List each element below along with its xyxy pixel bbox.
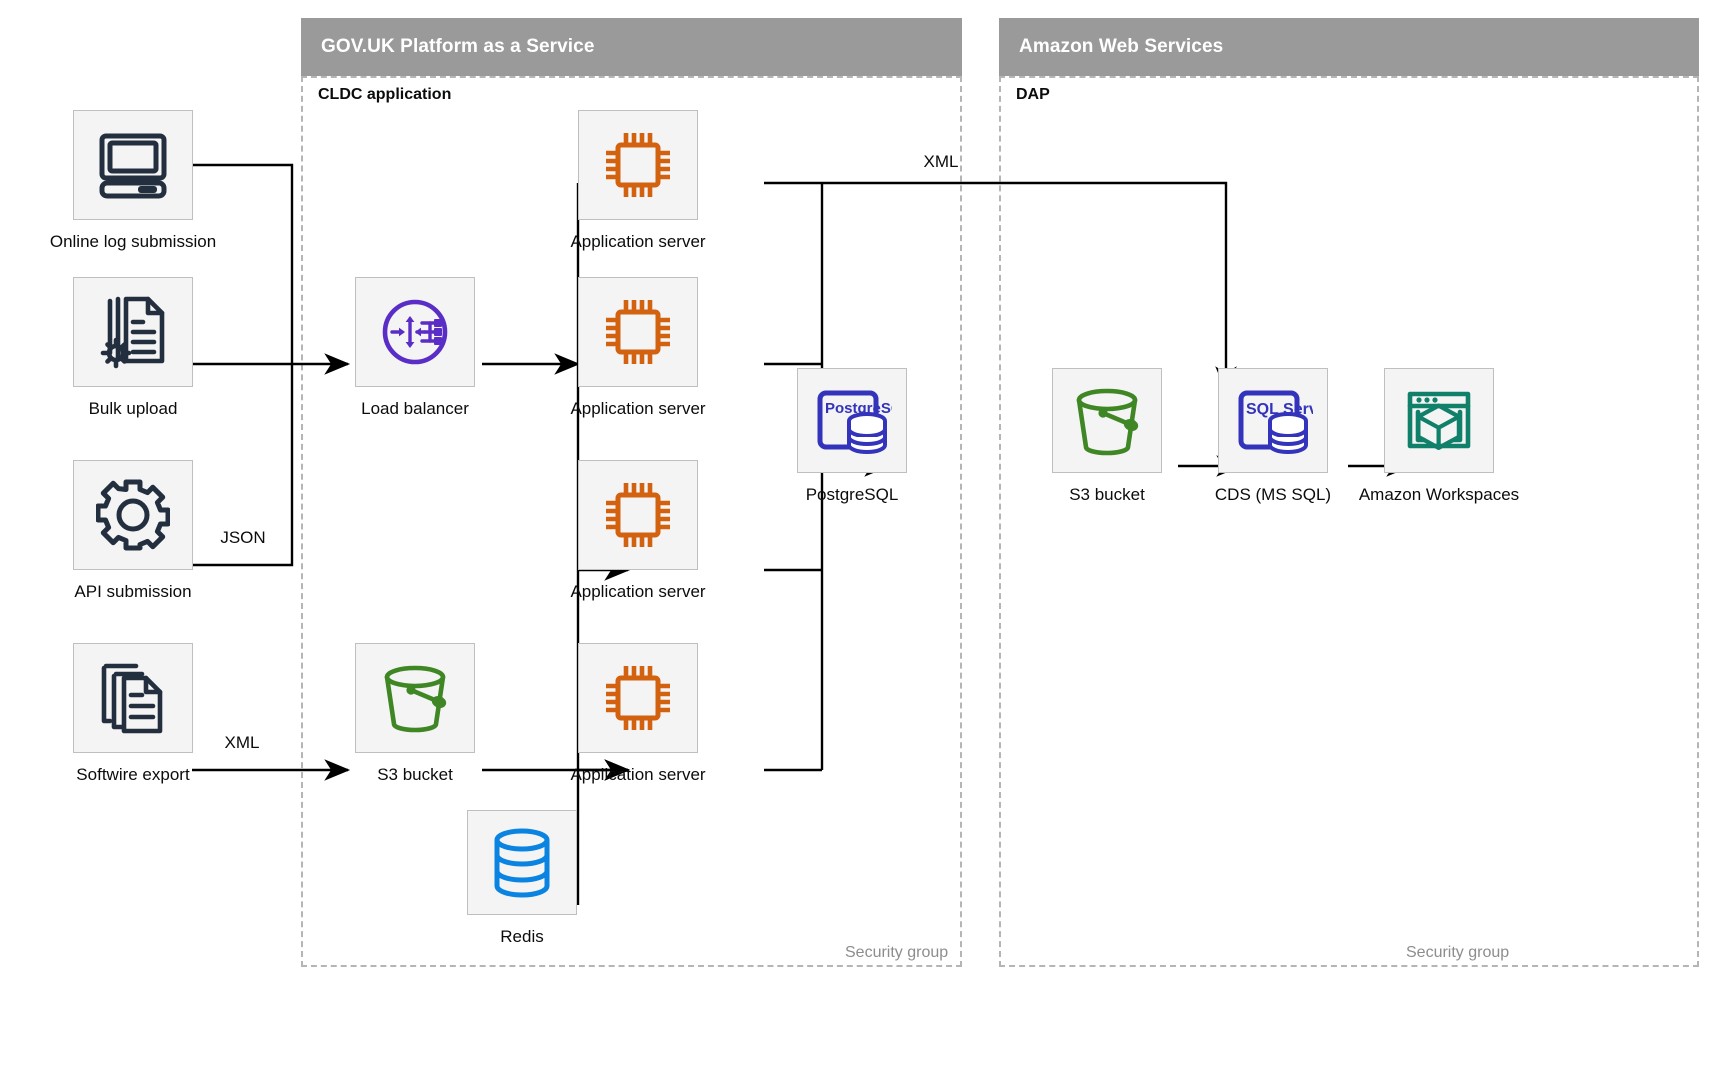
node-label-amazon-workspaces: Amazon Workspaces [1358, 485, 1520, 504]
s3-bucket-icon [1067, 383, 1147, 459]
desktop-computer-icon [96, 130, 170, 200]
node-label-api-submission: API submission [74, 582, 192, 601]
node-s3-bucket-paas[interactable]: S3 bucket [355, 643, 475, 784]
zone-banner-paas: GOV.UK Platform as a Service [301, 18, 962, 76]
cpu-chip-icon [600, 294, 676, 370]
node-app-server-2[interactable]: Application server [570, 277, 706, 418]
node-label-postgresql: PostgreSQL [805, 485, 899, 504]
node-s3-bucket-aws[interactable]: S3 bucket [1052, 368, 1162, 504]
node-api-submission[interactable]: API submission [73, 460, 193, 601]
cpu-chip-icon [600, 660, 676, 736]
node-postgresql[interactable]: PostgreSQL PostgreSQL [797, 368, 907, 504]
node-load-balancer[interactable]: Load balancer [355, 277, 475, 418]
workspaces-cube-icon [1400, 384, 1478, 458]
security-group-label-aws: Security group [1406, 944, 1510, 961]
s3-bucket-icon [375, 660, 455, 736]
zone-banner-aws: Amazon Web Services [999, 18, 1699, 76]
node-label-s3-bucket-paas: S3 bucket [377, 765, 453, 784]
postgresql-icon: PostgreSQL [812, 383, 892, 459]
documents-stack-icon [96, 661, 170, 735]
security-group-label-paas: Security group [845, 944, 949, 961]
node-app-server-3[interactable]: Application server [570, 460, 706, 601]
cpu-chip-icon [600, 127, 676, 203]
node-app-server-4[interactable]: Application server [570, 643, 706, 784]
document-gear-icon [96, 295, 170, 369]
node-label-redis: Redis [500, 927, 544, 946]
security-group-aws [999, 76, 1699, 967]
node-amazon-workspaces[interactable]: Amazon Workspaces [1359, 368, 1519, 504]
node-label-app-server-3: Application server [570, 582, 706, 601]
node-softwire-export[interactable]: Softwire export [73, 643, 193, 784]
gear-icon [96, 478, 170, 552]
node-app-server-1[interactable]: Application server [570, 110, 706, 251]
node-label-s3-bucket-aws: S3 bucket [1069, 485, 1145, 504]
node-label-bulk-upload: Bulk upload [88, 399, 178, 418]
zone-sublabel-dap: DAP [1016, 86, 1050, 103]
database-cylinder-icon [491, 827, 553, 899]
node-label-app-server-2: Application server [570, 399, 706, 418]
zone-title-aws: Amazon Web Services [1019, 36, 1224, 57]
node-label-app-server-4: Application server [570, 765, 706, 784]
node-online-log-submission[interactable]: Online log submission [50, 110, 216, 251]
load-balancer-icon [375, 292, 455, 372]
cpu-chip-icon [600, 477, 676, 553]
node-label-cds-ms-sql: CDS (MS SQL) [1214, 485, 1332, 504]
node-label-app-server-1: Application server [570, 232, 706, 251]
edge-label-xml-left: XML [224, 733, 260, 752]
node-label-online-log-submission: Online log submission [49, 232, 217, 251]
security-group-paas [301, 76, 962, 967]
zone-sublabel-cldc: CLDC application [318, 86, 452, 103]
node-bulk-upload[interactable]: Bulk upload [73, 277, 193, 418]
node-label-load-balancer: Load balancer [361, 399, 469, 418]
node-cds-ms-sql[interactable]: SQL Server CDS (MS SQL) [1215, 368, 1331, 504]
edge-label-json: JSON [220, 528, 266, 547]
edge-label-xml-top: XML [923, 152, 959, 171]
zone-title-paas: GOV.UK Platform as a Service [321, 36, 595, 57]
node-redis[interactable]: Redis [467, 810, 577, 946]
node-label-softwire-export: Softwire export [76, 765, 190, 784]
sql-server-icon: SQL Server [1233, 383, 1313, 459]
